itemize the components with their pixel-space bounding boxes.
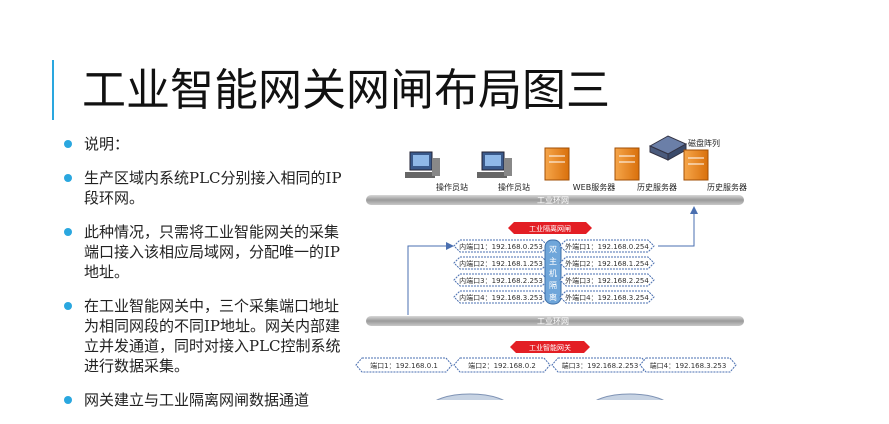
outer-port-badge	[559, 273, 655, 287]
gateway-port-text: 端口2：192.168.0.2	[468, 361, 536, 370]
ring-bus-top	[366, 195, 744, 205]
isolation-core-char: 主	[549, 256, 557, 266]
outer-port-badge	[559, 290, 655, 304]
ring-label: 工业环网	[537, 195, 569, 205]
operator-station-icon	[405, 151, 440, 178]
history-server-icon	[614, 147, 640, 181]
bullet-text: 生产区域内系统PLC分别接入相同的IP段环网。	[84, 169, 342, 207]
isolation-core-char: 离	[549, 292, 557, 302]
device-label: 历史服务器	[707, 182, 747, 192]
bullet-dot-icon	[64, 228, 72, 236]
bullet-item: 生产区域内系统PLC分别接入相同的IP段环网。	[62, 168, 347, 208]
network-diagram: 操作员站 操作员站 WEB服务器 历史服务器 磁盘阵列 历史服务器 工业环网 工…	[355, 135, 747, 400]
slide-title: 工业智能网关网闸布局图三	[82, 65, 610, 116]
outer-port-badge	[559, 256, 655, 270]
isolation-label: 工业隔离网闸	[529, 224, 571, 233]
operator-station-icon	[477, 151, 512, 178]
ring-bus-middle	[366, 316, 744, 326]
disk-array-icon	[648, 135, 688, 161]
inner-port-text: 内端口3：192.168.2.253	[459, 276, 543, 285]
outer-port-list: 外端口1：192.168.0.254 外端口2：192.168.1.254 外端…	[559, 239, 655, 304]
plc-network-ellipse	[596, 393, 664, 400]
connector-line	[407, 242, 454, 315]
connector-line	[658, 206, 698, 247]
outer-port-badge	[559, 239, 655, 253]
inner-port-badge	[453, 290, 549, 304]
device-label: 操作员站	[498, 182, 530, 192]
inner-port-badge	[453, 239, 549, 253]
web-server-icon	[544, 147, 570, 181]
inner-port-list: 内端口1：192.168.0.253 内端口2：192.168.1.253 内端…	[453, 239, 549, 304]
inner-port-text: 内端口4：192.168.3.253	[459, 293, 543, 302]
bullet-item: 此种情况，只需将工业智能网关的采集端口接入该相应局域网，分配唯一的IP地址。	[62, 222, 347, 282]
inner-port-text: 内端口2：192.168.1.253	[459, 259, 543, 268]
bullet-text: 在工业智能网关中，三个采集端口地址为相同网段的不同IP地址。网关内部建立并发通道…	[84, 297, 341, 375]
bullet-item: 说明：	[62, 134, 347, 154]
bullet-text: 说明：	[84, 135, 130, 153]
outer-port-text: 外端口4：192.168.3.254	[565, 293, 649, 302]
device-label: 历史服务器	[637, 182, 677, 192]
gateway-label: 工业智能网关	[529, 343, 571, 352]
isolation-core-char: 机	[549, 268, 557, 278]
disk-array-label: 磁盘阵列	[688, 138, 720, 148]
inner-port-text: 内端口1：192.168.0.253	[459, 242, 543, 251]
isolation-label-badge	[508, 222, 592, 234]
gateway-label-badge	[510, 341, 590, 353]
isolation-core-char: 双	[549, 245, 557, 254]
bullet-text: 此种情况，只需将工业智能网关的采集端口接入该相应局域网，分配唯一的IP地址。	[84, 223, 341, 281]
gateway-port-badge	[551, 357, 649, 373]
gateway-port-badge	[639, 357, 737, 373]
isolation-core	[544, 239, 562, 305]
outer-port-text: 外端口3：192.168.2.254	[565, 276, 649, 285]
gateway-port-text: 端口4：192.168.3.253	[650, 361, 727, 370]
inner-port-badge	[453, 256, 549, 270]
inner-port-badge	[453, 273, 549, 287]
outer-port-text: 外端口2：192.168.1.254	[565, 259, 649, 268]
title-accent-bar	[52, 60, 54, 120]
history-server-icon	[683, 149, 709, 181]
gateway-port-text: 端口3：192.168.2.253	[562, 361, 639, 370]
bullet-dot-icon	[64, 140, 72, 148]
bullet-dot-icon	[64, 302, 72, 310]
device-label: 操作员站	[436, 182, 468, 192]
gateway-port-list: 端口1：192.168.0.1 端口2：192.168.0.2 端口3：192.…	[355, 357, 737, 373]
gateway-port-text: 端口1：192.168.0.1	[370, 361, 438, 370]
device-label: WEB服务器	[573, 182, 615, 192]
bullet-item: 在工业智能网关中，三个采集端口地址为相同网段的不同IP地址。网关内部建立并发通道…	[62, 296, 347, 376]
bullet-dot-icon	[64, 174, 72, 182]
gateway-port-badge	[453, 357, 551, 373]
gateway-port-badge	[355, 357, 453, 373]
isolation-core-char: 隔	[549, 281, 557, 290]
outer-port-text: 外端口1：192.168.0.254	[565, 242, 649, 251]
plc-network-ellipse	[436, 393, 504, 400]
ring-label: 工业环网	[537, 316, 569, 326]
